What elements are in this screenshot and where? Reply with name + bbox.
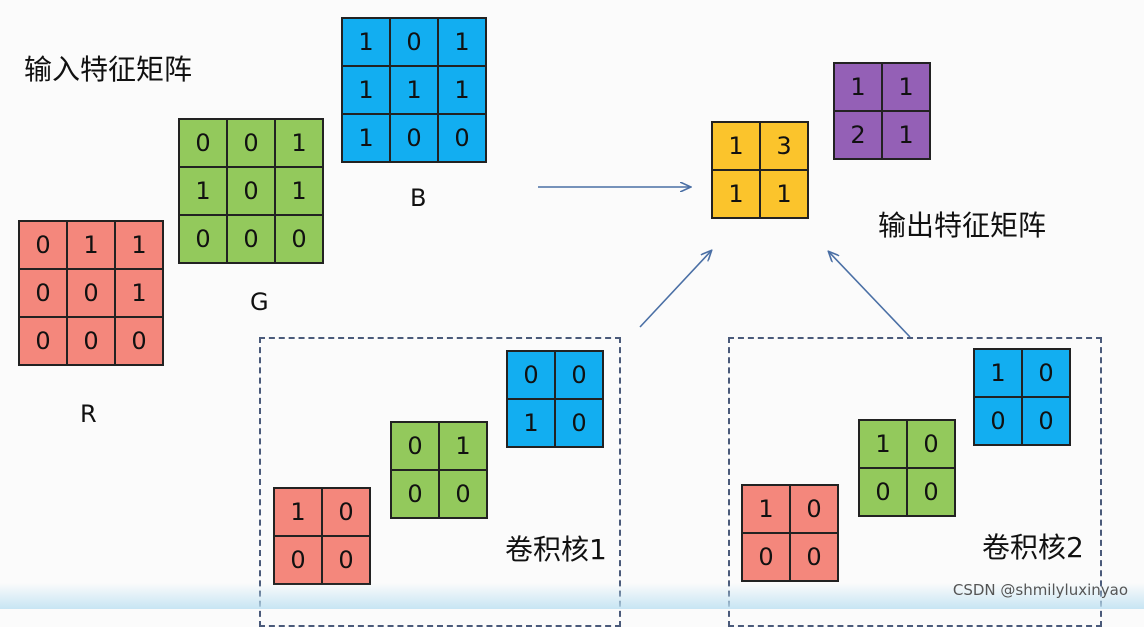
matrix-cell: 1	[437, 17, 487, 67]
matrix-cell: 0	[390, 469, 440, 519]
matrix-cell: 1	[273, 487, 323, 537]
matrix-cell: 1	[506, 398, 556, 448]
kernel1-label: 卷积核1	[505, 533, 607, 566]
matrix-cell: 0	[906, 467, 956, 517]
matrix-cell: 0	[973, 396, 1023, 446]
matrix-cell: 1	[274, 166, 324, 216]
matrix-cell: 0	[274, 214, 324, 264]
matrix-cell: 0	[321, 487, 371, 537]
matrix-cell: 1	[881, 110, 931, 160]
matrix-cell: 0	[858, 467, 908, 517]
matrix-cell: 0	[18, 220, 68, 270]
matrix-cell: 1	[711, 169, 761, 219]
matrix-cell: 0	[321, 535, 371, 585]
watermark: CSDN @shmilyluxinyao	[952, 581, 1128, 599]
matrix-cell: 0	[226, 166, 276, 216]
matrix-cell: 0	[178, 214, 228, 264]
matrix-cell: 0	[554, 398, 604, 448]
matrix-cell: 1	[114, 220, 164, 270]
matrix-cell: 0	[390, 421, 440, 471]
matrix-cell: 0	[438, 469, 488, 519]
matrix-cell: 0	[66, 268, 116, 318]
output-feature-title: 输出特征矩阵	[878, 209, 1047, 242]
matrix-cell: 1	[759, 169, 809, 219]
matrix-cell: 1	[858, 419, 908, 469]
matrix-cell: 1	[833, 62, 883, 112]
kernel2-label: 卷积核2	[982, 531, 1084, 564]
channel-label-g: G	[250, 288, 269, 316]
matrix-cell: 1	[66, 220, 116, 270]
matrix-cell: 1	[711, 121, 761, 171]
matrix-cell: 0	[226, 214, 276, 264]
matrix-cell: 0	[1021, 348, 1071, 398]
matrix-cell: 1	[341, 65, 391, 115]
matrix-cell: 0	[18, 268, 68, 318]
matrix-cell: 1	[114, 268, 164, 318]
matrix-cell: 1	[178, 166, 228, 216]
bottom-strip	[0, 583, 1144, 609]
arrows-layer	[538, 0, 911, 338]
matrix-cell: 0	[789, 484, 839, 534]
matrix-cell: 0	[226, 118, 276, 168]
matrix-cell: 0	[18, 316, 68, 366]
matrix-cell: 1	[389, 65, 439, 115]
matrix-cell: 0	[66, 316, 116, 366]
matrix-cell: 0	[273, 535, 323, 585]
arrow-kernel1-to-output	[639, 251, 711, 328]
matrix-cell: 0	[114, 316, 164, 366]
matrix-cell: 1	[341, 17, 391, 67]
matrix-cell: 0	[389, 113, 439, 163]
matrix-cell: 1	[741, 484, 791, 534]
matrix-cell: 0	[789, 532, 839, 582]
matrix-cell: 0	[906, 419, 956, 469]
channel-label-r: R	[80, 400, 97, 428]
channel-label-b: B	[410, 184, 427, 212]
matrix-cell: 1	[973, 348, 1023, 398]
matrix-cell: 1	[341, 113, 391, 163]
matrix-cell: 0	[389, 17, 439, 67]
matrix-cell: 0	[1021, 396, 1071, 446]
matrix-cell: 1	[274, 118, 324, 168]
matrix-cell: 1	[881, 62, 931, 112]
matrix-cell: 0	[741, 532, 791, 582]
matrix-cell: 1	[437, 65, 487, 115]
matrix-cell: 0	[178, 118, 228, 168]
matrix-cell: 0	[554, 350, 604, 400]
matrix-cell: 0	[437, 113, 487, 163]
matrix-cell: 3	[759, 121, 809, 171]
input-feature-title: 输入特征矩阵	[24, 53, 193, 86]
matrix-cell: 2	[833, 110, 883, 160]
arrow-kernel2-to-output	[829, 252, 911, 338]
matrix-cell: 0	[506, 350, 556, 400]
matrix-cell: 1	[438, 421, 488, 471]
